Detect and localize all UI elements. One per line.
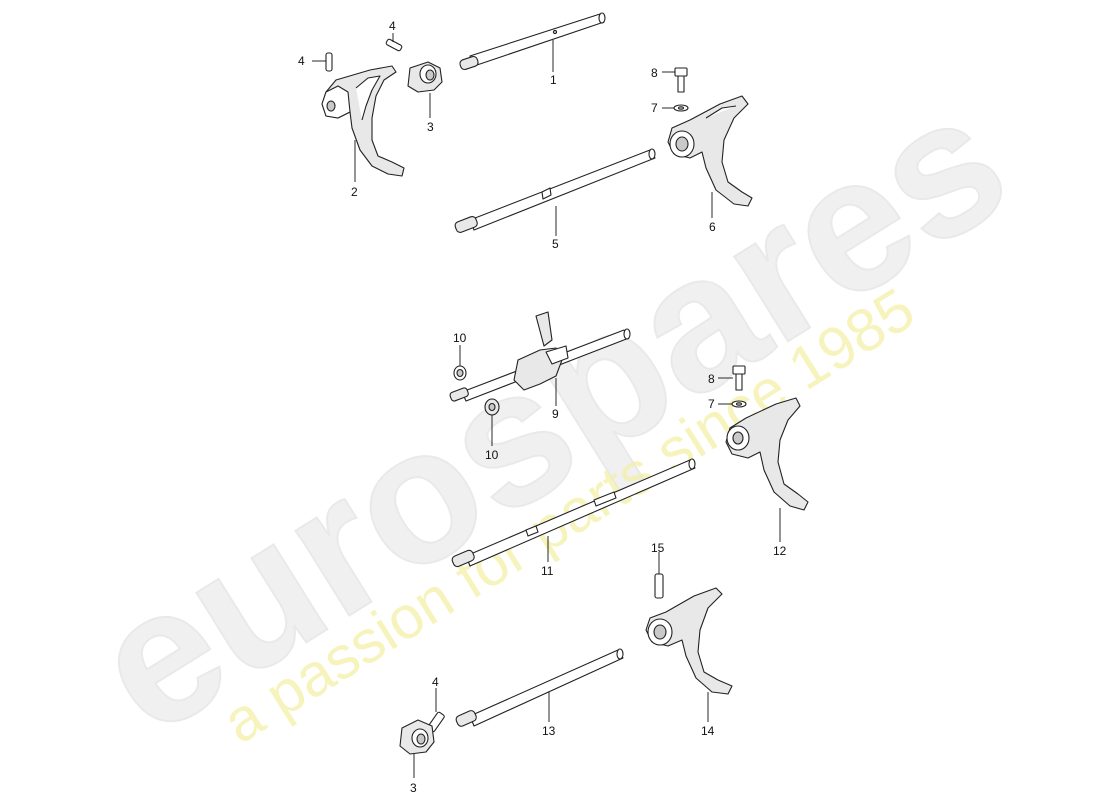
selector-shaft-1[interactable] (459, 12, 606, 71)
selector-shaft-13[interactable] (455, 648, 624, 728)
callout-4-upper-middle: 4 (389, 19, 396, 33)
shift-fork-2[interactable] (321, 65, 405, 177)
callout-labels: 4 4 1 3 2 8 7 6 5 10 10 9 8 7 12 11 15 4… (298, 19, 787, 795)
callout-5: 5 (552, 237, 559, 251)
callout-14: 14 (701, 724, 715, 738)
washer-7-lower[interactable] (731, 400, 747, 408)
selector-shaft-11[interactable] (451, 458, 696, 568)
callout-7-lower: 7 (708, 397, 715, 411)
bolt-8-lower[interactable] (732, 365, 746, 391)
clamp-3-upper[interactable] (407, 61, 443, 93)
callout-1: 1 (550, 73, 557, 87)
shift-fork-14[interactable] (645, 587, 733, 695)
selector-shaft-9[interactable] (449, 311, 631, 402)
callout-2: 2 (351, 185, 358, 199)
callout-7-upper: 7 (651, 101, 658, 115)
selector-shaft-5[interactable] (454, 148, 656, 234)
leader-lines (312, 33, 781, 778)
callout-11: 11 (541, 564, 554, 578)
watermark: eurospares a passion for parts since 198… (58, 51, 1041, 776)
callout-15: 15 (651, 541, 665, 555)
roll-pin-4-upper-middle[interactable] (385, 38, 403, 52)
callout-6: 6 (709, 220, 716, 234)
callout-12: 12 (773, 544, 787, 558)
sleeve-10-lower[interactable] (484, 398, 500, 416)
callout-10-upper: 10 (453, 331, 467, 345)
clamp-3-lower[interactable] (399, 719, 435, 755)
callout-3-lower: 3 (410, 781, 417, 795)
callout-4-lower: 4 (432, 675, 439, 689)
roll-pin-4-upper-left[interactable] (325, 52, 333, 72)
callout-8-upper: 8 (651, 66, 658, 80)
shift-fork-6[interactable] (667, 95, 753, 207)
washer-7-upper[interactable] (673, 104, 689, 112)
callout-9: 9 (552, 407, 559, 421)
shift-fork-12[interactable] (725, 397, 809, 511)
callout-3-upper: 3 (427, 120, 434, 134)
callout-8-lower: 8 (708, 372, 715, 386)
callout-13: 13 (542, 724, 556, 738)
roll-pin-15[interactable] (654, 573, 664, 599)
sleeve-10-upper[interactable] (453, 365, 467, 381)
callout-10-lower: 10 (485, 448, 499, 462)
callout-4-upper-left: 4 (298, 54, 305, 68)
bolt-8-upper[interactable] (674, 67, 688, 93)
watermark-brand: eurospares (59, 52, 1040, 775)
